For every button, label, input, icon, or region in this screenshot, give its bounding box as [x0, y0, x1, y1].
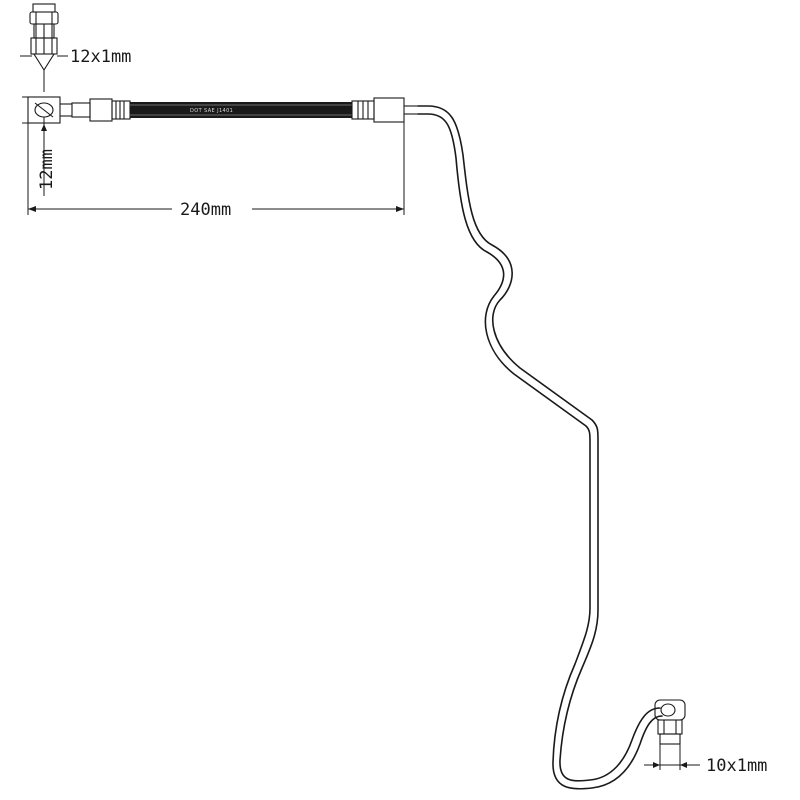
length-label: 240mm	[180, 200, 231, 220]
dimension-thread-bottom: 10x1mm	[644, 740, 767, 776]
dimension-bracket: 12mm	[22, 96, 57, 196]
bottom-threaded-fitting	[654, 699, 686, 745]
hose-end-fitting	[351, 97, 418, 123]
hose-printing: DOT SAE J1401	[190, 108, 233, 114]
bracket-label: 12mm	[37, 149, 57, 190]
dimension-thread-top: 12x1mm	[20, 47, 131, 67]
brake-pipe	[417, 105, 663, 790]
dimension-length: 240mm	[27, 122, 405, 220]
flexible-hose: DOT SAE J1401	[130, 102, 352, 118]
banjo-bracket	[27, 96, 131, 124]
top-threaded-fitting	[29, 3, 59, 92]
thread-top-label: 12x1mm	[70, 47, 131, 67]
thread-bottom-label: 10x1mm	[706, 756, 767, 776]
